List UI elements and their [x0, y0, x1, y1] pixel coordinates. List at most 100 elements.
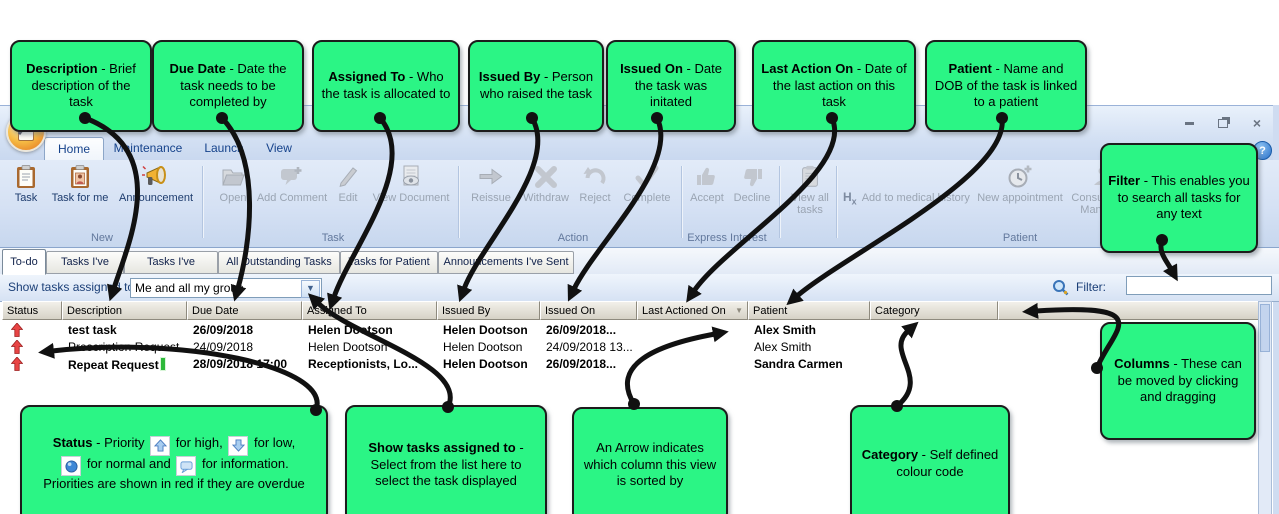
priority-high-icon: [10, 339, 24, 354]
show-tasks-assigned-label: Show tasks assigned to:: [8, 280, 138, 294]
callout-assigned-to: Assigned To - Who the task is allocated …: [312, 40, 460, 132]
cell-patient: Alex Smith: [754, 323, 817, 337]
open-button[interactable]: Open: [210, 164, 256, 204]
restore-button[interactable]: [1215, 117, 1231, 129]
group-label-express-interest: Express Interest: [687, 232, 767, 244]
add-comment-button[interactable]: Add Comment: [256, 164, 328, 204]
ribbon-tab-maintenance[interactable]: Maintenance: [113, 141, 183, 155]
view-tab-todo[interactable]: To-do: [2, 249, 46, 275]
column-header-last-actioned-on[interactable]: Last Actioned On▼: [637, 301, 748, 320]
priority-high-icon: [10, 322, 24, 337]
search-icon: [1053, 280, 1069, 296]
column-header-due-date[interactable]: Due Date: [187, 301, 302, 320]
announcement-button[interactable]: Announcement: [112, 164, 200, 204]
callout-issued-on: Issued On - Date the task was initated: [606, 40, 736, 132]
accept-button[interactable]: Accept: [686, 164, 728, 204]
cell-last-actioned-on: [637, 322, 748, 339]
add-to-medical-history-button[interactable]: Hx Add to medical history: [843, 190, 970, 207]
task-for-me-button[interactable]: Task for me: [48, 164, 112, 204]
cell-patient: Sandra Carmen: [754, 357, 843, 371]
filter-row: Show tasks assigned to: Me and all my gr…: [0, 274, 1279, 302]
ribbon-tab-view[interactable]: View: [266, 141, 292, 155]
column-header-issued-on[interactable]: Issued On: [540, 301, 637, 320]
task-for-me-icon: [71, 165, 89, 188]
vertical-scrollbar[interactable]: [1258, 301, 1272, 514]
cell-issued-on: 26/09/2018...: [546, 357, 617, 371]
hx-icon: Hx: [843, 190, 857, 207]
column-header-blank[interactable]: [998, 301, 1260, 320]
priority-low-arrow-icon: [228, 435, 249, 456]
priority-normal-icon: [61, 456, 82, 477]
view-tab-all-outstanding-tasks[interactable]: All Outstanding Tasks: [218, 251, 340, 274]
cell-due-date: 28/09/2018 17:00: [193, 357, 288, 371]
callout-due-date: Due Date - Date the task needs to be com…: [152, 40, 304, 132]
task-row[interactable]: Prescription Request 24/09/2018 Helen Do…: [2, 339, 998, 356]
filter-label: Filter:: [1076, 280, 1106, 294]
priority-information-icon: [176, 456, 197, 477]
callout-show-tasks-assigned: Show tasks assigned to - Select from the…: [345, 405, 547, 514]
decline-button[interactable]: Decline: [729, 164, 775, 204]
withdraw-button[interactable]: Withdraw: [519, 164, 573, 204]
window-controls: ×: [1181, 115, 1265, 131]
category-color-chip: [159, 357, 166, 371]
dropdown-arrow-icon[interactable]: ▼: [301, 280, 320, 298]
callout-patient: Patient - Name and DOB of the task is li…: [925, 40, 1087, 132]
cell-last-actioned-on: [637, 356, 748, 373]
ribbon-tab-launch[interactable]: Launch: [204, 141, 244, 155]
cell-description: test task: [68, 323, 117, 337]
cell-issued-by: Helen Dootson: [443, 340, 523, 354]
reject-undo-icon: [583, 167, 606, 185]
close-button[interactable]: ×: [1252, 115, 1262, 131]
task-row[interactable]: test task 26/09/2018 Helen Dootson Helen…: [2, 322, 998, 339]
callout-last-action-on: Last Action On - Date of the last action…: [752, 40, 916, 132]
reject-button[interactable]: Reject: [572, 164, 618, 204]
view-tab-announcements-ive-sent[interactable]: Announcements I've Sent: [438, 251, 574, 274]
assigned-to-dropdown[interactable]: Me and all my group ▼: [130, 278, 322, 298]
view-tab-tasks-for-patient[interactable]: Tasks for Patient: [340, 251, 438, 274]
callout-sort-arrow: An Arrow indicates which column this vie…: [572, 407, 728, 514]
column-header-description[interactable]: Description: [62, 301, 187, 320]
view-document-button[interactable]: View Document: [366, 164, 456, 204]
cell-category: [870, 356, 998, 373]
cell-category: [870, 339, 998, 356]
task-clipboard-icon: [17, 165, 35, 188]
group-separator: [458, 166, 459, 238]
complete-button[interactable]: Complete: [617, 164, 677, 204]
cell-assigned-to: Helen Dootson: [308, 323, 393, 337]
view-document-icon: [403, 165, 419, 186]
group-separator: [779, 166, 780, 238]
callout-columns: Columns - These can be moved by clicking…: [1100, 322, 1256, 440]
column-header-patient[interactable]: Patient: [748, 301, 870, 320]
ribbon: Task Task for me Announcement New Open A…: [0, 160, 1279, 248]
ribbon-tab-home[interactable]: Home: [44, 137, 104, 160]
filter-input[interactable]: [1126, 276, 1272, 295]
callout-description: Description - Brief description of the t…: [10, 40, 152, 132]
cell-issued-by: Helen Dootson: [443, 323, 528, 337]
view-all-tasks-button[interactable]: View all tasks: [784, 164, 836, 216]
group-label-task: Task: [321, 232, 345, 244]
callout-issued-by: Issued By - Person who raised the task: [468, 40, 604, 132]
minimize-icon: [1184, 121, 1194, 125]
new-appointment-clock-icon: [1008, 165, 1032, 188]
callout-status: Status - Priority for high, for low, for…: [20, 405, 328, 514]
edit-pencil-icon: [339, 167, 358, 188]
column-header-status[interactable]: Status: [2, 301, 62, 320]
column-header-category[interactable]: Category: [870, 301, 998, 320]
column-header-assigned-to[interactable]: Assigned To: [302, 301, 437, 320]
reissue-button[interactable]: Reissue: [464, 164, 518, 204]
view-tab-tasks-ive-actioned[interactable]: Tasks I've Actioned: [124, 251, 218, 289]
callout-filter: Filter - This enables you to search all …: [1100, 143, 1258, 253]
minimize-button[interactable]: [1181, 117, 1197, 129]
scrollbar-thumb[interactable]: [1260, 304, 1270, 352]
group-label-new: New: [90, 232, 113, 244]
task-row[interactable]: Repeat Request 28/09/2018 17:00 Receptio…: [2, 356, 998, 373]
edit-button[interactable]: Edit: [330, 164, 366, 204]
cell-assigned-to: Receptionists, Lo...: [308, 357, 419, 371]
task-button[interactable]: Task: [6, 164, 46, 204]
column-header-issued-by[interactable]: Issued By: [437, 301, 540, 320]
new-appointment-button[interactable]: New appointment: [974, 164, 1066, 204]
view-tab-tasks-ive-issued[interactable]: Tasks I've Issued: [46, 251, 124, 289]
cell-last-actioned-on: [637, 339, 748, 356]
complete-check-icon: [635, 165, 659, 190]
cell-description: Repeat Request: [68, 358, 159, 372]
